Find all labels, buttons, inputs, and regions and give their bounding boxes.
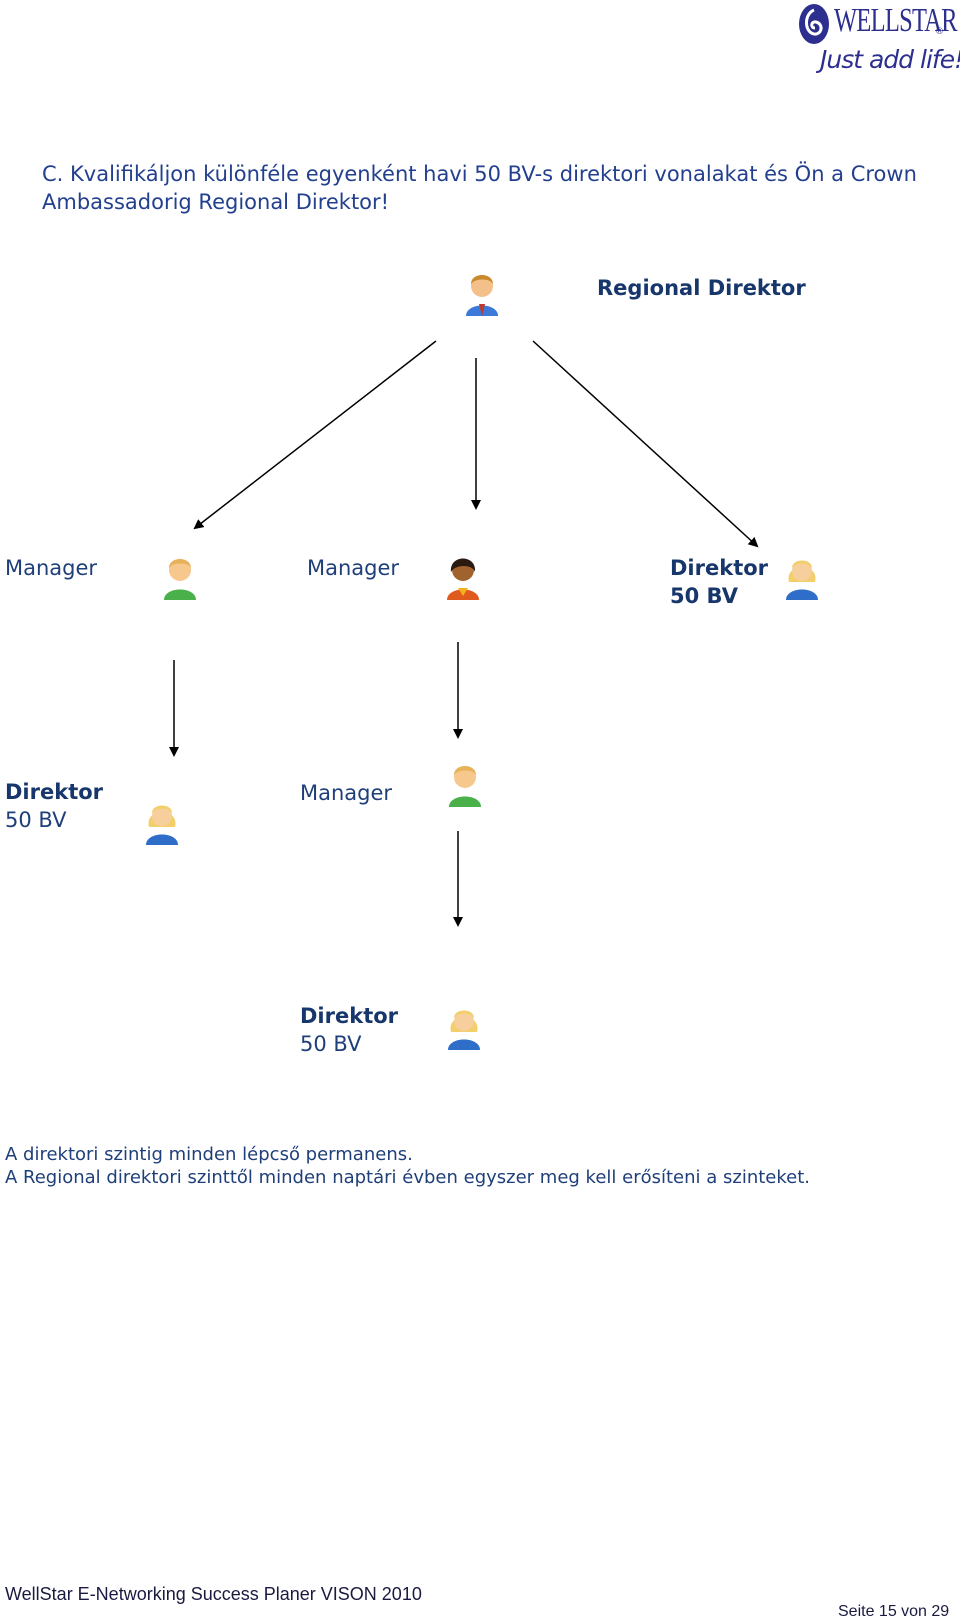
footer-title: WellStar E-Networking Success Planer VIS…	[5, 1584, 422, 1604]
level3-direktor-bv: 50 BV	[300, 1032, 362, 1056]
page-number: Seite 15 von 29	[838, 1603, 950, 1620]
regional-direktor-label: Regional Direktor	[597, 276, 806, 300]
page-heading: C. Kvalifikáljon különféle egyenként hav…	[42, 162, 917, 214]
regional-direktor-person-icon	[466, 275, 498, 316]
direktor-person-icon	[786, 560, 818, 600]
level1-manager-middle-label: Manager	[307, 556, 400, 580]
level1-manager-left-label: Manager	[5, 556, 98, 580]
level2-direktor-label: Direktor	[5, 780, 104, 804]
manager-person-icon	[164, 559, 196, 600]
logo-tagline: Just add life!	[820, 45, 960, 74]
direktor-person-icon	[448, 1010, 480, 1050]
logo-wordmark: WELLSTAR	[834, 2, 958, 39]
direktor-person-icon	[146, 805, 178, 845]
arrow-top-to-right	[532, 340, 759, 548]
logo-registered-mark: ®	[935, 27, 944, 37]
manager-person-icon	[449, 766, 481, 807]
level2-direktor-bv: 50 BV	[5, 808, 67, 832]
note-line: A Regional direktori szinttől minden nap…	[5, 1167, 811, 1188]
level3-direktor-label: Direktor	[300, 1004, 399, 1028]
manager-person-icon	[447, 558, 479, 600]
level1-direktor-bv: 50 BV	[670, 584, 738, 608]
level1-direktor-label: Direktor	[670, 556, 769, 580]
wellstar-logo	[794, 0, 960, 80]
notes-block: A direktori szintig minden lépcső perman…	[5, 1143, 810, 1189]
swirl-logo-icon	[799, 4, 829, 44]
level2-manager-label: Manager	[300, 781, 393, 805]
note-line: A direktori szintig minden lépcső perman…	[5, 1144, 413, 1165]
arrow-top-to-left	[193, 340, 437, 530]
